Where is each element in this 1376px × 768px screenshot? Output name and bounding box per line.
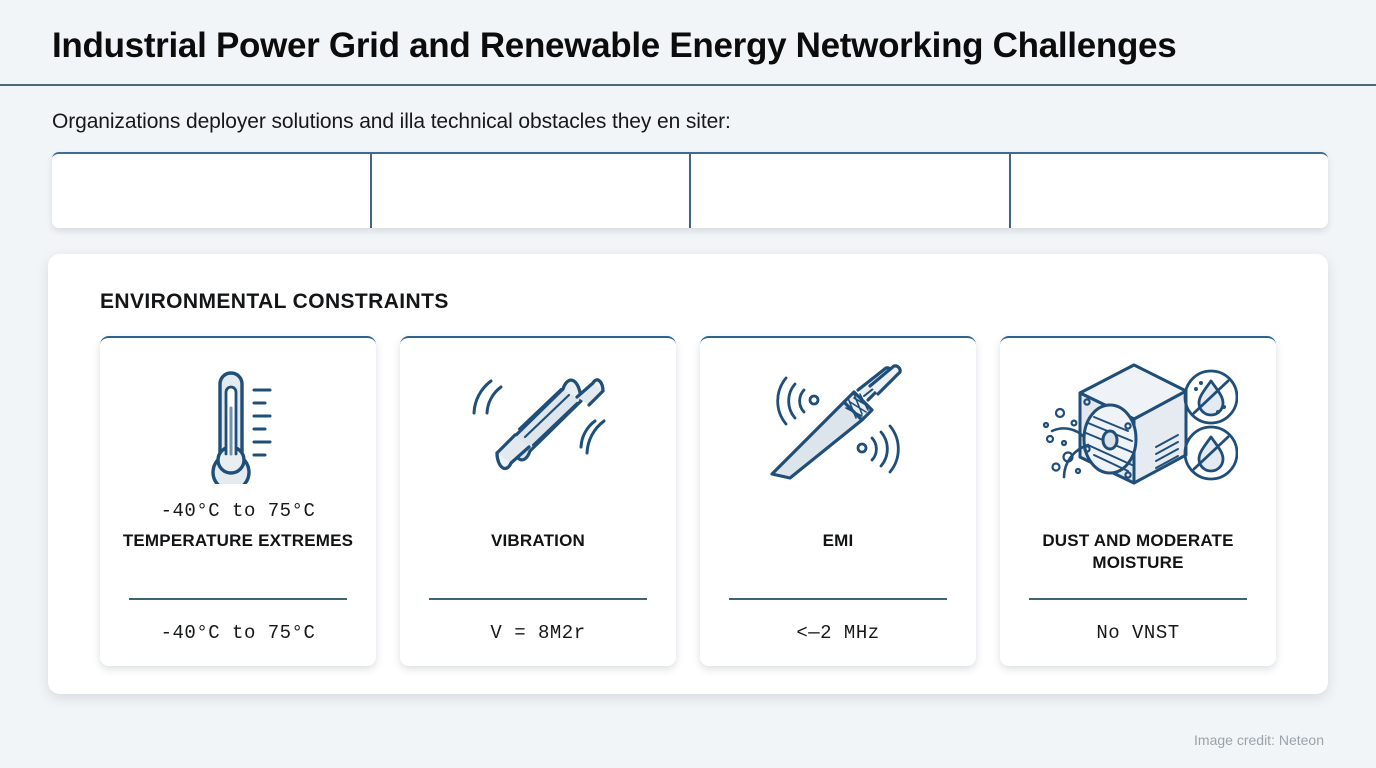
constraint-card-emi[interactable]: EMI <—2 MHz [700, 336, 976, 667]
title-divider [0, 84, 1376, 87]
card-value-bottom: V = 8M2r [490, 622, 586, 645]
title-area: Industrial Power Grid and Renewable Ener… [0, 0, 1376, 87]
table-cell[interactable] [689, 154, 1009, 229]
table-cell[interactable] [52, 154, 370, 228]
table-cell[interactable] [1008, 154, 1329, 229]
dust-moisture-enclosure-icon [1014, 348, 1262, 498]
image-credit: Image credit: Neteon [1194, 732, 1324, 748]
card-divider [128, 598, 348, 601]
shielded-cable-emi-icon [714, 348, 962, 498]
constraint-card-dust-moisture[interactable]: DUST AND MODERATE MOISTURE No VNST [1000, 336, 1276, 667]
panel-heading: ENVIRONMENTAL CONSTRAINTS [100, 290, 449, 314]
card-title: DUST AND MODERATE MOISTURE [1042, 531, 1234, 572]
card-divider [1028, 598, 1248, 601]
vibrating-motor-icon [414, 348, 662, 498]
card-value-bottom: -40°C to 75°C [160, 622, 316, 645]
environmental-constraints-panel: ENVIRONMENTAL CONSTRAINTS [48, 254, 1328, 695]
page-title: Industrial Power Grid and Renewable Ener… [52, 26, 1177, 65]
constraint-card-grid: -40°C to 75°C TEMPERATURE EXTREMES -40°C… [100, 336, 1276, 667]
card-value-bottom: No VNST [1096, 622, 1180, 645]
card-divider [728, 598, 948, 601]
constraint-card-vibration[interactable]: VIBRATION V = 8M2r [400, 336, 676, 667]
card-value-bottom: <—2 MHz [796, 622, 880, 645]
card-title: VIBRATION [490, 531, 586, 551]
card-value-top: -40°C to 75°C [160, 500, 316, 523]
table-cell[interactable] [369, 154, 690, 229]
subtitle-text: Organizations deployer solutions and ill… [52, 110, 731, 134]
card-title: TEMPERATURE EXTREMES [122, 531, 354, 551]
thermometer-icon [114, 348, 362, 498]
constraint-card-temperature[interactable]: -40°C to 75°C TEMPERATURE EXTREMES -40°C… [100, 336, 376, 667]
card-title: EMI [822, 531, 854, 551]
table-strip [52, 152, 1329, 229]
card-divider [428, 598, 648, 601]
